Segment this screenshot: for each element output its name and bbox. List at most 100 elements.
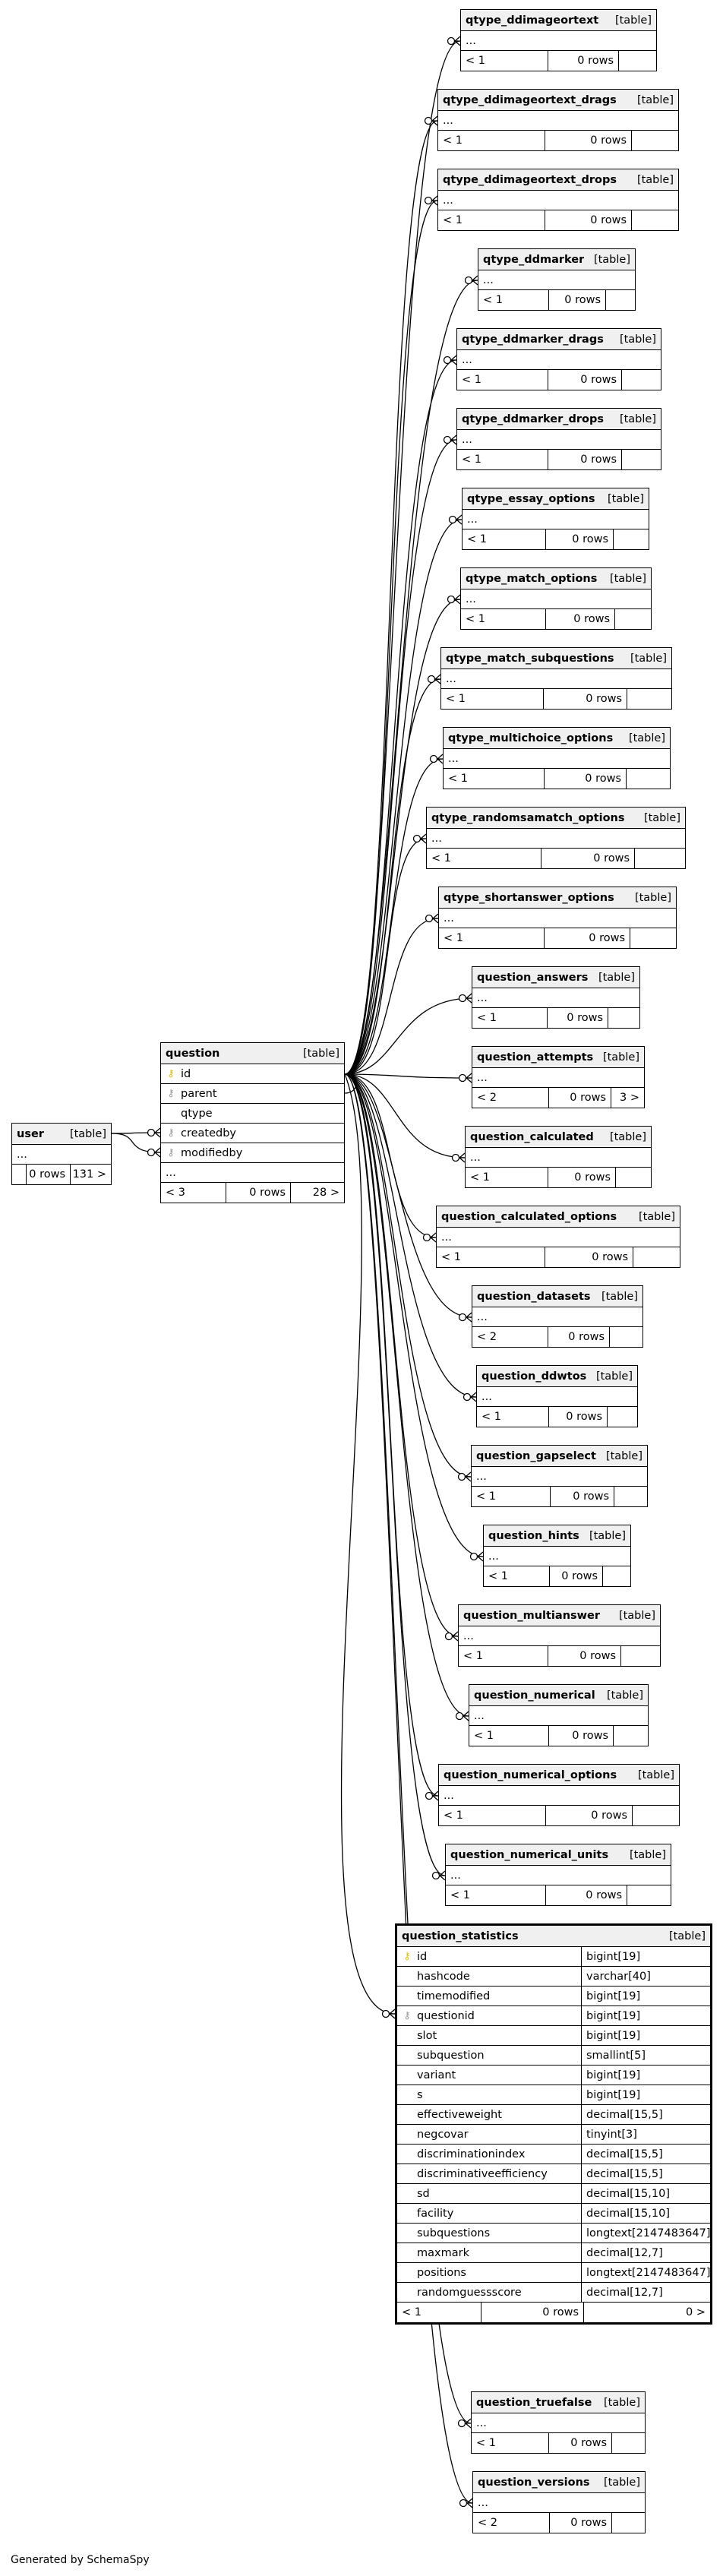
table-name[interactable]: qtype_multichoice_options [448,732,614,744]
parent-count[interactable]: < 1 [466,55,485,67]
table-name[interactable]: qtype_randomsamatch_options [431,811,625,824]
column-name-id[interactable]: id [417,1950,428,1963]
table-name[interactable]: question_calculated_options [441,1210,617,1223]
table-name[interactable]: question_attempts [477,1051,594,1064]
parent-count[interactable]: < 1 [431,852,451,864]
parent-count[interactable]: < 1 [443,214,463,226]
parent-count[interactable]: < 3 [166,1187,185,1199]
parent-count[interactable]: < 1 [450,1889,470,1901]
column-name-id[interactable]: id [181,1067,191,1080]
table-qtype-randomsamatch-options[interactable]: qtype_randomsamatch_options[table]...< 1… [426,807,686,869]
parent-count[interactable]: < 1 [444,1810,463,1822]
child-count[interactable] [627,1885,671,1905]
column-name-subquestion[interactable]: subquestion [417,2049,485,2062]
table-name[interactable]: question_statistics [402,1930,519,1942]
table-name[interactable]: user [17,1127,44,1140]
table-name[interactable]: question_numerical_options [444,1768,617,1781]
table-name[interactable]: question_multianswer [463,1609,601,1622]
child-count[interactable] [611,2513,645,2533]
child-count[interactable] [602,1566,630,1586]
table-question[interactable]: question[table]⚷id⚷parent qtype⚷createdb… [160,1042,345,1203]
child-count[interactable] [611,2433,645,2453]
column-name-questionid[interactable]: questionid [417,2009,475,2022]
table-name[interactable]: question [166,1047,220,1060]
parent-count[interactable]: < 1 [462,454,481,466]
column-name-randomguessscore[interactable]: randomguessscore [417,2286,522,2299]
child-count[interactable] [627,689,671,709]
child-count[interactable] [631,210,678,230]
child-count[interactable] [630,928,676,948]
child-count[interactable] [618,51,656,71]
parent-count[interactable]: < 2 [478,2517,497,2529]
table-name[interactable]: qtype_ddmarker_drags [462,333,604,346]
column-name-qtype[interactable]: qtype [181,1107,213,1120]
child-count[interactable] [614,1487,647,1506]
table-name[interactable]: qtype_essay_options [467,492,595,505]
table-name[interactable]: question_datasets [477,1290,591,1303]
table-name[interactable]: question_answers [477,971,589,984]
parent-count[interactable]: < 1 [481,1411,501,1423]
parent-count[interactable]: < 1 [467,533,487,545]
table-name[interactable]: qtype_match_options [466,572,598,585]
table-name[interactable]: qtype_ddimageortext_drops [443,173,617,186]
table-name[interactable]: question_ddwtos [481,1370,587,1383]
parent-count[interactable]: < 1 [476,2437,496,2449]
table-name[interactable]: qtype_match_subquestions [446,652,614,665]
column-name-discriminativeefficiency[interactable]: discriminativeefficiency [417,2167,548,2180]
parent-count[interactable]: < 1 [448,773,468,785]
child-count[interactable] [634,849,685,868]
child-count[interactable] [608,1008,639,1028]
table-name[interactable]: question_numerical [474,1689,595,1702]
column-name-modifiedby[interactable]: modifiedby [181,1146,243,1159]
parent-count[interactable]: < 1 [402,2306,421,2318]
table-name[interactable]: question_calculated [470,1130,594,1143]
child-count[interactable] [605,290,635,310]
table-name[interactable]: question_truefalse [476,2396,592,2409]
parent-count[interactable]: < 1 [462,374,481,386]
table-name[interactable]: qtype_shortanswer_options [444,891,614,904]
table-name[interactable]: question_gapselect [476,1449,596,1462]
column-name-parent[interactable]: parent [181,1087,217,1100]
parent-count[interactable]: < 1 [446,693,466,705]
child-count[interactable] [633,1247,680,1267]
child-count[interactable] [626,769,670,789]
column-name-hashcode[interactable]: hashcode [417,1970,470,1983]
child-count[interactable]: 0 > [583,2303,710,2322]
table-name[interactable]: qtype_ddimageortext_drags [443,93,617,106]
child-count[interactable] [613,1726,648,1746]
parent-count[interactable]: < 1 [483,294,503,306]
table-name[interactable]: question_hints [488,1529,579,1542]
parent-count[interactable]: < 1 [474,1730,494,1742]
table-name[interactable]: question_versions [478,2476,590,2489]
column-name-discriminationindex[interactable]: discriminationindex [417,2148,526,2160]
parent-count[interactable]: < 1 [463,1650,483,1662]
parent-count[interactable]: < 1 [476,1490,496,1503]
parent-count[interactable]: < 1 [443,134,463,147]
table-name[interactable]: question_numerical_units [450,1848,609,1861]
parent-count[interactable]: < 1 [444,932,463,944]
child-count[interactable] [609,1327,642,1347]
parent-count[interactable]: < 2 [477,1092,497,1104]
column-name-positions[interactable]: positions [417,2266,466,2279]
parent-count[interactable]: < 1 [441,1251,461,1263]
column-name-maxmark[interactable]: maxmark [417,2246,469,2259]
child-count[interactable] [615,1168,651,1187]
parent-count[interactable] [12,1165,26,1184]
